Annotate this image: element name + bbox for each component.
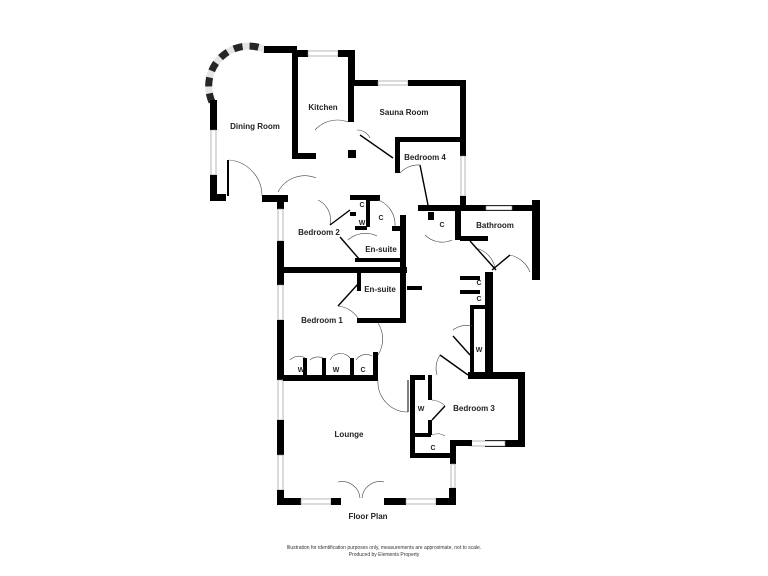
plan-title: Floor Plan	[348, 512, 387, 521]
storage-label: W	[418, 406, 425, 413]
room-label-lounge: Lounge	[335, 430, 364, 439]
storage-label: C	[439, 222, 444, 229]
room-label-bedroom-4: Bedroom 4	[404, 153, 446, 162]
storage-label: W	[333, 367, 340, 374]
bay-window	[205, 42, 268, 104]
room-label-kitchen: Kitchen	[308, 103, 337, 112]
room-label-bathroom: Bathroom	[476, 221, 514, 230]
footer-disclaimer: Illustration for identification purposes…	[0, 545, 768, 559]
room-label-ensuite-2: En-suite	[365, 245, 397, 254]
storage-label: C	[476, 296, 481, 303]
room-label-bedroom-1: Bedroom 1	[301, 316, 343, 325]
room-label-dining-room: Dining Room	[230, 122, 280, 131]
storage-label: C	[359, 202, 364, 209]
doors	[228, 119, 531, 499]
storage-label: C	[378, 215, 383, 222]
storage-label: C	[360, 367, 365, 374]
storage-label: C	[430, 445, 435, 452]
storage-label: W	[359, 220, 366, 227]
room-label-ensuite-1: En-suite	[364, 285, 396, 294]
footer-line-2: Produced by Elements Property	[348, 552, 420, 558]
storage-label: W	[298, 367, 305, 374]
storage-label: W	[476, 347, 483, 354]
footer-line-1: Illustration for identification purposes…	[286, 545, 482, 551]
room-label-bedroom-2: Bedroom 2	[298, 228, 340, 237]
room-label-sauna-room: Sauna Room	[380, 108, 429, 117]
room-label-bedroom-3: Bedroom 3	[453, 404, 495, 413]
storage-label: C	[476, 280, 481, 287]
walls	[205, 42, 540, 505]
room-labels: Dining Room Kitchen Sauna Room Bedroom 4…	[230, 103, 514, 521]
